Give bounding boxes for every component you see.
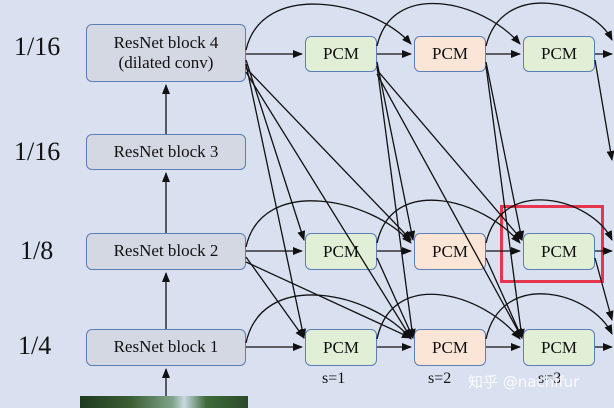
resnet-block-3: ResNet block 3 — [86, 134, 246, 170]
scale-label-block2: 1/8 — [20, 236, 54, 265]
resnet-block-4-subtitle: (dilated conv) — [118, 53, 214, 72]
stage-label-s2: s=2 — [428, 370, 452, 387]
resnet-block-4-title: ResNet block 4 — [113, 32, 219, 52]
pcm-s1-level1: PCM — [305, 329, 377, 366]
resnet-block-4: ResNet block 4 (dilated conv) — [86, 24, 246, 82]
resnet-block-2-title: ResNet block 2 — [113, 241, 219, 261]
resnet-block-2: ResNet block 2 — [86, 233, 246, 270]
pcm-s3-level1: PCM — [523, 329, 595, 366]
pcm-s3-level2: PCM — [523, 233, 595, 270]
highlight-box — [500, 205, 604, 283]
stage-label-s1: s=1 — [322, 370, 346, 387]
pcm-s2-level4: PCM — [414, 36, 486, 72]
resnet-block-1-title: ResNet block 1 — [113, 337, 219, 357]
scale-label-block3: 1/16 — [14, 137, 61, 166]
scale-label-block1: 1/4 — [18, 331, 52, 360]
pcm-s1-level4: PCM — [305, 36, 377, 72]
resnet-block-1: ResNet block 1 — [86, 329, 246, 366]
pcm-s2-level1: PCM — [414, 329, 486, 366]
watermark: 知乎 @nachifur — [468, 373, 580, 391]
scale-label-block4: 1/16 — [14, 32, 61, 61]
input-image-thumbnail — [80, 396, 248, 408]
pcm-s2-level2: PCM — [414, 233, 486, 270]
stage-label-s3: s=3 — [538, 370, 562, 387]
pcm-s3-level4: PCM — [523, 36, 595, 72]
resnet-block-3-title: ResNet block 3 — [113, 141, 219, 161]
